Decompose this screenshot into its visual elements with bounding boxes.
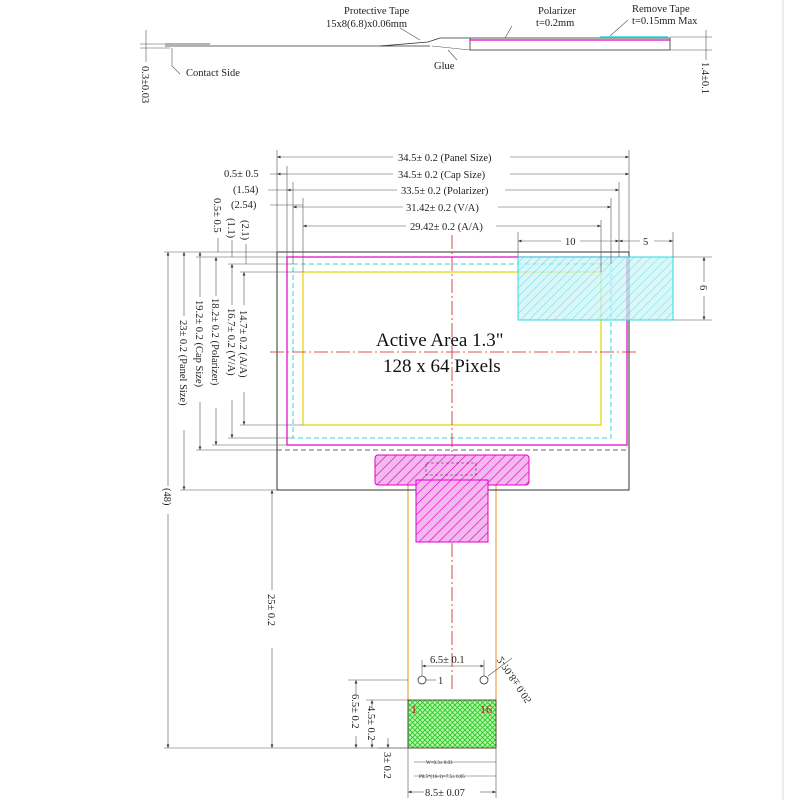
side-view: Protective Tape 15x8(6.8)x0.06mm Polariz… [139, 4, 712, 103]
dim-fpc-3: 3± 0.2 [381, 752, 392, 779]
glue-label: Glue [434, 61, 455, 72]
fpc-contact-area [407, 699, 497, 749]
active-area-title: Active Area 1.3" [376, 330, 504, 351]
thickness-right: 1.4±0.1 [699, 62, 710, 94]
dim-fpc-length: 25± 0.2 [265, 594, 276, 626]
dim-hole-diameter: 2-?0.8± 0.05 [495, 654, 534, 704]
polarizer-title: Polarizer [538, 6, 576, 17]
dim-hole-pitch: 6.5± 0.1 [430, 655, 465, 666]
hole-label: 1 [438, 676, 443, 687]
dim-aa-width: 29.42± 0.2 (A/A) [410, 222, 483, 233]
protective-tape-tail [415, 479, 489, 543]
pin-last: 16 [480, 702, 492, 716]
dim-panel-height: 23± 0.2 (Panel Size) [177, 320, 188, 406]
front-view: Active Area 1.3" 128 x 64 Pixels [270, 235, 674, 749]
dim-tape-height: 6 [697, 285, 708, 290]
pin-first: 1 [411, 702, 417, 716]
glue-side [431, 45, 471, 51]
polarizer-spec: t=0.2mm [536, 18, 574, 29]
dim-fpc-width: 8.5± 0.07 [425, 788, 465, 799]
remove-tape-title: Remove Tape [632, 4, 690, 15]
horizontal-dimensions: 34.5± 0.2 (Panel Size) 34.5± 0.2 (Cap Si… [224, 150, 712, 321]
protective-tape-title: Protective Tape [344, 6, 410, 17]
dim-va-height: 16.7± 0.2 (V/A) [225, 308, 236, 376]
protective-tape-side [379, 37, 470, 47]
dim-offset-254: (2.54) [231, 200, 257, 211]
vertical-dimensions: 14.7± 0.2 (A/A) 16.7± 0.2 (V/A) 18.2± 0.… [161, 198, 408, 779]
protective-tape-leader [399, 27, 421, 41]
dim-aa-height: 14.7± 0.2 (A/A) [237, 310, 248, 378]
active-area-pixels: 128 x 64 Pixels [383, 356, 501, 377]
dim-total-height: (48) [161, 488, 172, 506]
ic-outline [425, 462, 477, 476]
dim-tape-width: 10 [565, 237, 576, 248]
remove-tape-leader [609, 19, 629, 37]
remove-tape-area [517, 256, 674, 321]
dim-v-21: (2.1) [239, 220, 250, 241]
dim-offset-154: (1.54) [233, 185, 259, 196]
dim-fpc-65: 6.5± 0.2 [349, 694, 360, 729]
contact-side-leader [171, 48, 181, 75]
dim-cap-width: 34.5± 0.2 (Cap Size) [398, 170, 486, 181]
pin-pitch-note: P0.5*(16-1)=7.5± 0.05 [419, 775, 465, 780]
polarizer-leader [504, 25, 513, 39]
contact-side-label: Contact Side [186, 68, 240, 79]
remove-tape-spec: t=0.15mm Max [632, 16, 698, 27]
glue-leader [447, 49, 458, 61]
dim-va-width: 31.42± 0.2 (V/A) [406, 203, 479, 214]
dim-v-11: (1.1) [225, 218, 236, 239]
dim-panel-width: 34.5± 0.2 (Panel Size) [398, 153, 492, 164]
dim-tape-overhang: 5 [643, 237, 648, 248]
polarizer-outline [286, 256, 628, 446]
protective-tape-spec: 15x8(6.8)x0.06mm [326, 19, 407, 30]
glass-side [469, 37, 671, 51]
dim-fpc-45: 4.5± 0.2 [365, 706, 376, 741]
dim-offset-05: 0.5± 0.5 [224, 169, 259, 180]
dim-cap-height: 19.2± 0.2 (Cap Size) [193, 300, 204, 388]
dim-polarizer-width: 33.5± 0.2 (Polarizer) [401, 186, 489, 197]
pin-width-note: W=0.3± 0.03 [426, 761, 453, 766]
thickness-left: 0.3±0.03 [139, 66, 150, 103]
dim-v-05: 0.5± 0.5 [211, 198, 222, 233]
dim-polarizer-height: 18.2± 0.2 (Polarizer) [209, 298, 220, 386]
